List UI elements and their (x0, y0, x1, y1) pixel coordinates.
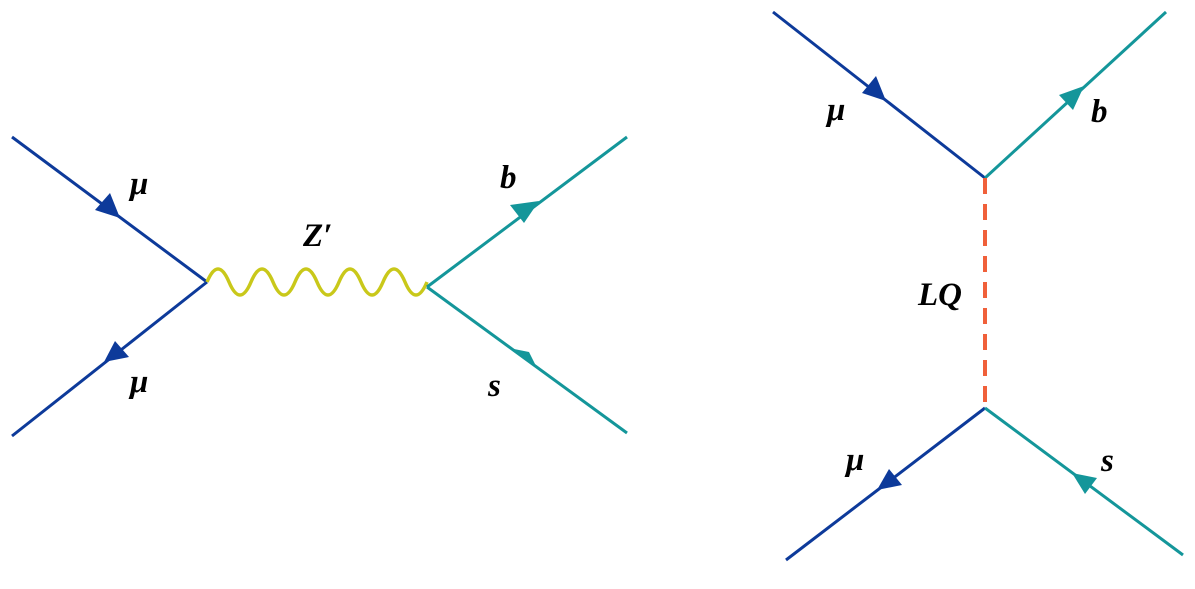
muon-arrow-incoming (95, 193, 120, 218)
quark-arrow-b-b (1059, 86, 1084, 110)
label-zprime: Z′ (302, 218, 332, 254)
label-mu-outgoing-b: μ (844, 442, 864, 478)
quark-arrow-s (514, 349, 536, 366)
muon-arrow-incoming-b (862, 76, 886, 101)
diagram-zprime: μ μ Z′ b s (11, 135, 628, 438)
muon-arrow-outgoing (104, 341, 129, 362)
quark-arrow-b (510, 201, 539, 223)
label-b-quark-b: b (1091, 94, 1108, 130)
label-s-quark: s (487, 368, 501, 404)
zprime-propagator (205, 267, 429, 297)
diagram-leptoquark: μ b LQ μ s (772, 10, 1184, 562)
label-mu-incoming: μ (128, 166, 148, 202)
label-mu-incoming-b: μ (825, 92, 845, 128)
quark-line-s (426, 285, 628, 435)
label-s-quark-b: s (1100, 443, 1114, 479)
label-mu-outgoing: μ (128, 364, 148, 400)
muon-arrow-outgoing-b (877, 469, 902, 490)
label-leptoquark: LQ (917, 277, 962, 313)
quark-arrow-s-b (1072, 473, 1097, 494)
label-b-quark: b (500, 160, 517, 196)
